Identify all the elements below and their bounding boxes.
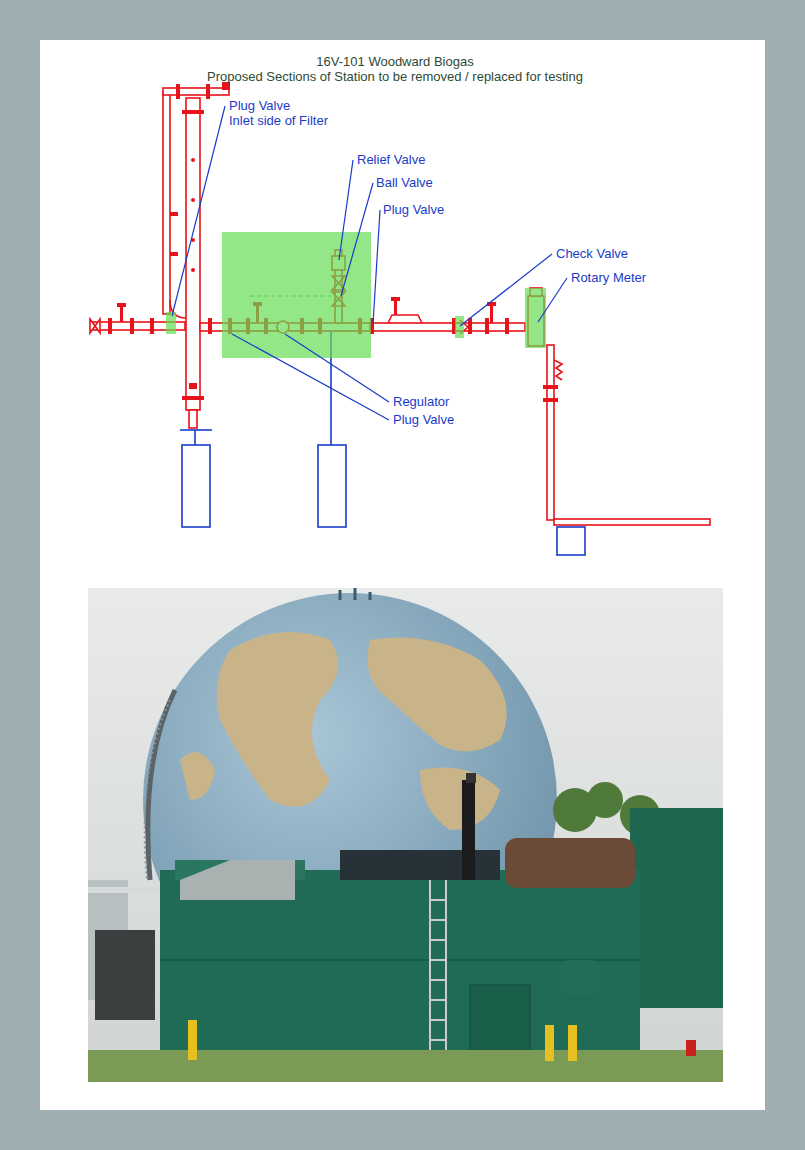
- highlight-areas: [166, 232, 546, 358]
- left-equipment: [88, 880, 160, 1020]
- filter-ports: [191, 158, 195, 272]
- callout-label: Rotary Meter: [571, 270, 646, 285]
- callout-label: Plug Valve: [229, 98, 290, 113]
- flanges: [108, 82, 558, 402]
- bollards: [188, 1020, 577, 1061]
- callout-label: Relief Valve: [357, 152, 425, 167]
- sky: [88, 588, 723, 1082]
- callout-label: Check Valve: [556, 246, 628, 261]
- supports: [180, 331, 585, 555]
- leader-lines: [172, 106, 567, 420]
- callout-label: Ball Valve: [376, 175, 433, 190]
- callout-label: Plug Valve: [393, 412, 454, 427]
- callout-label: Inlet side of Filter: [229, 113, 328, 128]
- generator-enclosure: [160, 773, 723, 1060]
- callout-label: Plug Valve: [383, 202, 444, 217]
- hydrant: [686, 1040, 696, 1056]
- grass: [88, 1050, 723, 1082]
- diagram-title: 16V-101 Woodward Biogas: [145, 54, 645, 69]
- diagram-subtitle: Proposed Sections of Station to be remov…: [145, 69, 645, 84]
- callout-label: Regulator: [393, 394, 449, 409]
